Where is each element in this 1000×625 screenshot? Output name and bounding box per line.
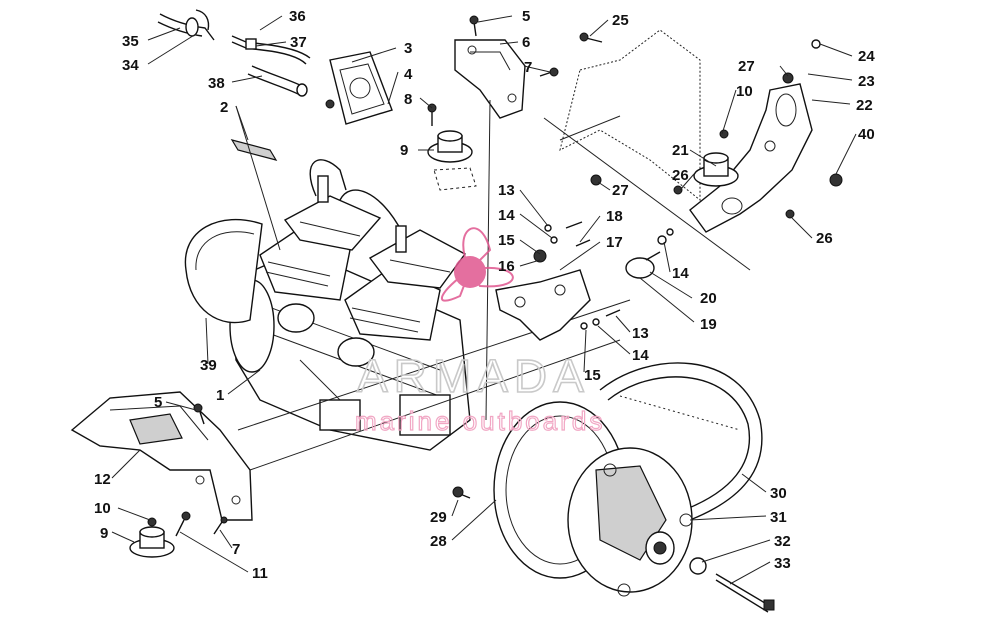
callout-23: 23 — [858, 73, 875, 90]
callout-9-lower: 9 — [100, 525, 108, 542]
callout-9-upper: 9 — [400, 142, 408, 159]
callout-25: 25 — [612, 12, 629, 29]
callout-7-lower: 7 — [232, 541, 240, 558]
callout-14-mid: 14 — [672, 265, 689, 282]
callout-31: 31 — [770, 509, 787, 526]
drive-belt-30 — [599, 362, 763, 521]
callout-10-lower: 10 — [94, 500, 111, 517]
callout-26-upper: 26 — [672, 167, 689, 184]
callout-3: 3 — [404, 40, 412, 57]
callout-labels: 35 34 36 37 38 2 3 4 8 9 5 6 7 25 24 27 … — [94, 8, 875, 582]
callout-20: 20 — [700, 290, 717, 307]
rubber-mount-21 — [693, 129, 739, 187]
gasket-2 — [230, 139, 278, 161]
mount-bracket-6 — [454, 39, 526, 119]
callout-36: 36 — [289, 8, 306, 25]
chaincase-bracket-25 — [543, 29, 751, 271]
nut-40 — [829, 173, 843, 187]
callout-21: 21 — [672, 142, 689, 159]
callout-26-lower: 26 — [816, 230, 833, 247]
callout-29: 29 — [430, 509, 447, 526]
parts-artwork — [70, 9, 843, 613]
callout-37: 37 — [290, 34, 307, 51]
hardware-stack — [533, 185, 795, 330]
callout-27-lower: 27 — [612, 182, 629, 199]
callout-30: 30 — [770, 485, 787, 502]
callout-34: 34 — [122, 57, 139, 74]
callout-27-upper: 27 — [738, 58, 755, 75]
callout-13-upper: 13 — [498, 182, 515, 199]
callout-7-upper: 7 — [524, 59, 532, 76]
callout-1: 1 — [216, 387, 224, 404]
callout-39: 39 — [200, 357, 217, 374]
watermark-tagline: marine outboards — [355, 406, 605, 436]
rubber-mount-9-upper — [427, 130, 477, 191]
adapter-plate-3 — [325, 51, 393, 125]
front-mount-plate-12 — [70, 391, 253, 521]
callout-6: 6 — [522, 34, 530, 51]
callout-14-upper: 14 — [498, 207, 515, 224]
callout-19: 19 — [700, 316, 717, 333]
hose-38 — [247, 65, 308, 97]
leader-lines — [111, 15, 857, 585]
callout-8: 8 — [404, 91, 412, 108]
callout-38: 38 — [208, 75, 225, 92]
callout-22: 22 — [856, 97, 873, 114]
armada-logo-propeller — [440, 227, 514, 302]
callout-15-lower: 15 — [584, 367, 601, 384]
nut-27-upper — [782, 72, 794, 84]
callout-18: 18 — [606, 208, 623, 225]
callout-32: 32 — [774, 533, 791, 550]
callout-13-lower: 13 — [632, 325, 649, 342]
engine-block-1 — [229, 159, 471, 451]
callout-4: 4 — [404, 66, 413, 83]
callout-10-upper: 10 — [736, 83, 753, 100]
callout-40: 40 — [858, 126, 875, 143]
callout-35: 35 — [122, 33, 139, 50]
callout-33: 33 — [774, 555, 791, 572]
callout-5-upper: 5 — [522, 8, 530, 25]
clip-24 — [811, 39, 821, 49]
rubber-mount-9-lower — [129, 517, 175, 558]
armada-watermark: ARMADA marine outboards — [354, 227, 605, 437]
hose-34-35 — [157, 9, 215, 41]
bracket-17 — [495, 269, 591, 341]
hose-36-37 — [231, 35, 311, 65]
callout-15-upper: 15 — [498, 232, 515, 249]
watermark-brand: ARMADA — [357, 350, 590, 402]
mount-bracket-22 — [689, 83, 813, 233]
callout-17: 17 — [606, 234, 623, 251]
callout-24: 24 — [858, 48, 875, 65]
drive-clutch-28-31 — [493, 401, 693, 597]
callout-12: 12 — [94, 471, 111, 488]
callout-28: 28 — [430, 533, 447, 550]
callout-11: 11 — [252, 565, 268, 582]
callout-5-lower: 5 — [154, 394, 162, 411]
callout-14-lower: 14 — [632, 347, 649, 364]
callout-16: 16 — [498, 258, 515, 275]
callout-2: 2 — [220, 99, 228, 116]
recoil-cover-39 — [184, 218, 263, 324]
